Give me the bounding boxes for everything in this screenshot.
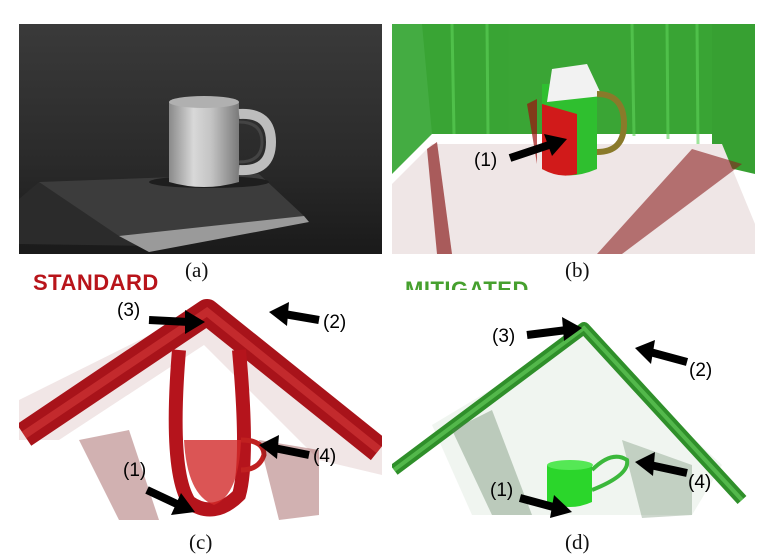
- arrow-c2: [269, 302, 320, 326]
- callout-d-2: (2): [689, 360, 713, 381]
- arrow-c1: [145, 486, 195, 515]
- caption-a: (a): [185, 258, 209, 282]
- callout-d-3: (3): [492, 326, 516, 347]
- mug-photo: [19, 24, 382, 254]
- caption-c: (c): [189, 530, 213, 554]
- arrow-d3: [526, 317, 582, 341]
- arrows-d: [518, 317, 689, 518]
- callout-d-4: (4): [688, 472, 712, 493]
- callout-c-3: (3): [117, 300, 141, 321]
- callout-c-1: (1): [123, 460, 147, 481]
- arrow-d1: [518, 494, 572, 518]
- callout-c-2: (2): [323, 312, 347, 333]
- arrows-c: [145, 302, 320, 515]
- arrow-d2: [635, 340, 689, 366]
- panel-d-mitigated: (3) (2) (4) (1): [392, 290, 755, 525]
- callout-c-4: (4): [313, 446, 337, 467]
- caption-b: (b): [565, 258, 590, 282]
- caption-d: (d): [565, 530, 590, 554]
- arrow-b1: [508, 134, 567, 162]
- callout-d-1: (1): [490, 480, 514, 501]
- panel-b-pointcloud: (1): [392, 24, 755, 254]
- arrow-c4: [259, 435, 310, 459]
- pointcloud-b: [392, 24, 755, 254]
- arrow-c3: [148, 310, 205, 334]
- arrow-d4: [635, 452, 688, 477]
- callout-b-1: (1): [474, 150, 498, 171]
- panel-a-photo: [19, 24, 382, 254]
- reconstruction-standard: [19, 290, 382, 525]
- panel-c-standard: (3) (2) (4) (1): [19, 290, 382, 525]
